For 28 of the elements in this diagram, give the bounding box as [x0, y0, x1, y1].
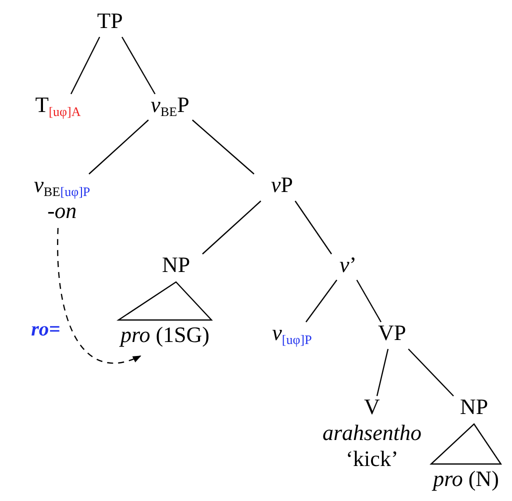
- tree-label: NP: [162, 252, 190, 278]
- tree-label: v’: [339, 252, 357, 278]
- branch-line: [356, 280, 382, 322]
- tree-label: v$_{BE}$P: [150, 92, 190, 118]
- triangle-branch: [430, 423, 502, 465]
- branch-line: [376, 348, 389, 396]
- movement-arrow: [57, 228, 142, 364]
- tree-label: TP: [97, 8, 123, 34]
- gloss-text: -on: [46, 198, 77, 224]
- tree-label: v$_{[uφ]P}$: [272, 320, 312, 346]
- branch-line: [202, 200, 262, 254]
- branch-line: [408, 348, 454, 396]
- tree-label: VP: [378, 320, 406, 346]
- tree-label: T$_{[uφ]A}$: [35, 92, 81, 118]
- tree-label: pro (N): [433, 466, 499, 492]
- branch-line: [192, 120, 254, 174]
- branch-line: [70, 36, 100, 94]
- tree-label: vP: [271, 172, 293, 198]
- branch-line: [121, 36, 156, 94]
- triangle-branch: [116, 281, 213, 321]
- tree-label: V: [363, 394, 381, 420]
- branch-line: [306, 280, 338, 322]
- tree-label: pro (1SG): [120, 322, 210, 348]
- branch-line: [294, 200, 332, 254]
- gloss-text: arahsentho: [322, 420, 422, 446]
- tree-label: NP: [460, 394, 488, 420]
- translation-text: ‘kick’: [344, 446, 400, 472]
- branch-line: [88, 120, 149, 174]
